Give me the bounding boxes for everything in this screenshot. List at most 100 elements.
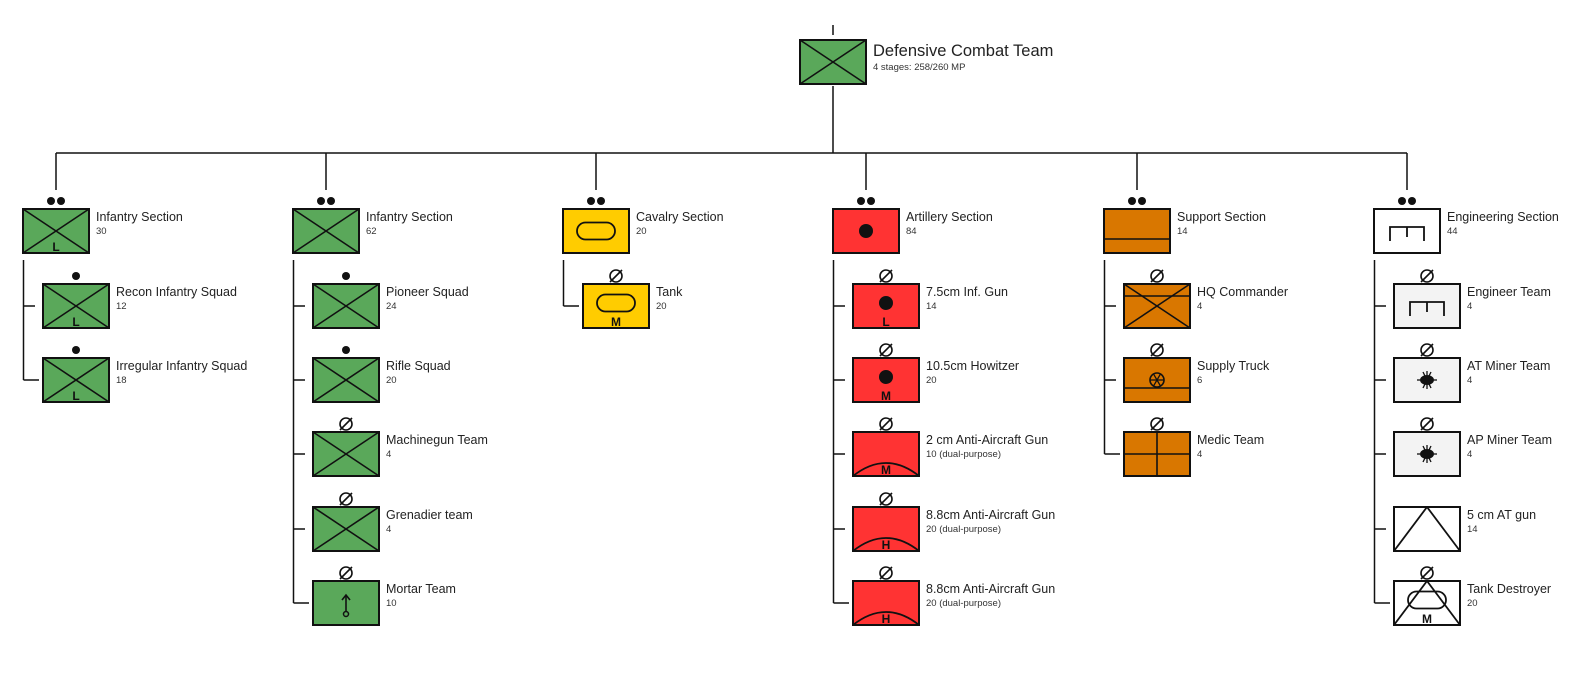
child-name: 7.5cm Inf. Gun	[926, 285, 1008, 299]
air-defense-symbol-icon: H	[852, 580, 920, 626]
child-name: Supply Truck	[1197, 359, 1270, 373]
child-unit[interactable]	[312, 506, 380, 552]
root-unit[interactable]	[799, 39, 867, 85]
child-value: 20 (dual-purpose)	[926, 598, 1001, 609]
echelon-squad-icon	[72, 272, 80, 280]
engineer-symbol-icon	[1373, 208, 1441, 254]
child-unit[interactable]: H	[852, 580, 920, 626]
child-name: Irregular Infantry Squad	[116, 359, 248, 373]
child-unit[interactable]	[312, 283, 380, 329]
section-unit[interactable]	[1373, 208, 1441, 254]
child-value: 4	[1197, 301, 1203, 312]
child-unit[interactable]	[1123, 283, 1191, 329]
section-unit[interactable]	[1103, 208, 1171, 254]
svg-text:H: H	[882, 538, 891, 552]
echelon-team-icon	[879, 492, 893, 506]
infantry-symbol-icon	[312, 506, 380, 552]
infantry-symbol-icon: L	[42, 283, 110, 329]
section-unit[interactable]	[292, 208, 360, 254]
echelon-team-icon	[339, 417, 353, 431]
child-unit[interactable]: L	[42, 283, 110, 329]
section-value: 20	[636, 226, 647, 237]
infantry-symbol-icon	[799, 39, 867, 85]
artillery-symbol-icon	[832, 208, 900, 254]
artillery-symbol-icon: L	[852, 283, 920, 329]
child-unit[interactable]	[312, 580, 380, 626]
echelon-section-icon	[587, 197, 605, 205]
section-name: Engineering Section	[1447, 210, 1559, 224]
child-unit[interactable]	[1393, 505, 1461, 552]
section-unit[interactable]	[562, 208, 630, 254]
infantry-symbol-icon	[312, 431, 380, 477]
child-label: Pioneer Squad 24	[386, 285, 469, 313]
child-value: 4	[1197, 449, 1203, 460]
child-name: 8.8cm Anti-Aircraft Gun	[926, 508, 1056, 522]
infantry-symbol-icon: L	[22, 208, 90, 254]
child-name: Rifle Squad	[386, 359, 451, 373]
child-unit[interactable]: M	[582, 283, 650, 329]
child-value: 14	[1467, 524, 1478, 535]
child-value: 20	[1467, 598, 1478, 609]
child-unit[interactable]: L	[852, 283, 920, 329]
child-unit[interactable]	[1393, 357, 1461, 403]
infantry-symbol-icon	[312, 357, 380, 403]
child-unit[interactable]: M	[852, 357, 920, 403]
section-name: Artillery Section	[906, 210, 993, 224]
svg-text:H: H	[882, 612, 891, 626]
child-name: Mortar Team	[386, 582, 456, 596]
echelon-team-icon	[339, 566, 353, 580]
section-label: Engineering Section 44	[1447, 210, 1559, 238]
child-unit[interactable]: M	[1393, 579, 1461, 626]
supply-wheel-symbol-icon	[1123, 357, 1191, 403]
air-defense-symbol-icon: H	[852, 506, 920, 552]
child-unit[interactable]: L	[42, 357, 110, 403]
child-value: 4	[1467, 301, 1473, 312]
child-value: 12	[116, 301, 127, 312]
child-unit[interactable]	[1393, 431, 1461, 477]
echelon-section-icon	[317, 197, 335, 205]
child-label: Machinegun Team 4	[386, 433, 488, 461]
child-name: Pioneer Squad	[386, 285, 469, 299]
child-value: 24	[386, 301, 397, 312]
echelon-squad-icon	[342, 346, 350, 354]
child-value: 4	[386, 449, 392, 460]
child-value: 14	[926, 301, 937, 312]
root-subtitle: 4 stages: 258/260 MP	[873, 62, 966, 73]
section-name: Infantry Section	[366, 210, 453, 224]
section-value: 44	[1447, 226, 1458, 237]
child-value: 4	[386, 524, 392, 535]
child-unit[interactable]	[1123, 357, 1191, 403]
child-name: Machinegun Team	[386, 433, 488, 447]
svg-text:L: L	[72, 315, 79, 329]
infantry-symbol-icon	[292, 208, 360, 254]
anti-tank-armor-symbol-icon: M	[1393, 579, 1461, 626]
child-unit[interactable]	[312, 431, 380, 477]
echelon-section-icon	[1398, 197, 1416, 205]
child-unit[interactable]	[312, 357, 380, 403]
echelon-team-icon	[1150, 343, 1164, 357]
child-value: 4	[1467, 449, 1473, 460]
child-unit[interactable]	[1123, 431, 1191, 477]
child-unit[interactable]: H	[852, 506, 920, 552]
child-value: 10 (dual-purpose)	[926, 449, 1001, 460]
anti-tank-symbol-icon	[1393, 505, 1461, 552]
child-unit[interactable]	[1393, 283, 1461, 329]
echelon-team-icon	[1420, 269, 1434, 283]
child-value: 20	[656, 301, 667, 312]
section-unit[interactable]	[832, 208, 900, 254]
section-name: Infantry Section	[96, 210, 183, 224]
echelon-section-icon	[1128, 197, 1146, 205]
child-unit[interactable]: M	[852, 431, 920, 477]
section-unit[interactable]: L	[22, 208, 90, 254]
echelon-section-icon	[857, 197, 875, 205]
